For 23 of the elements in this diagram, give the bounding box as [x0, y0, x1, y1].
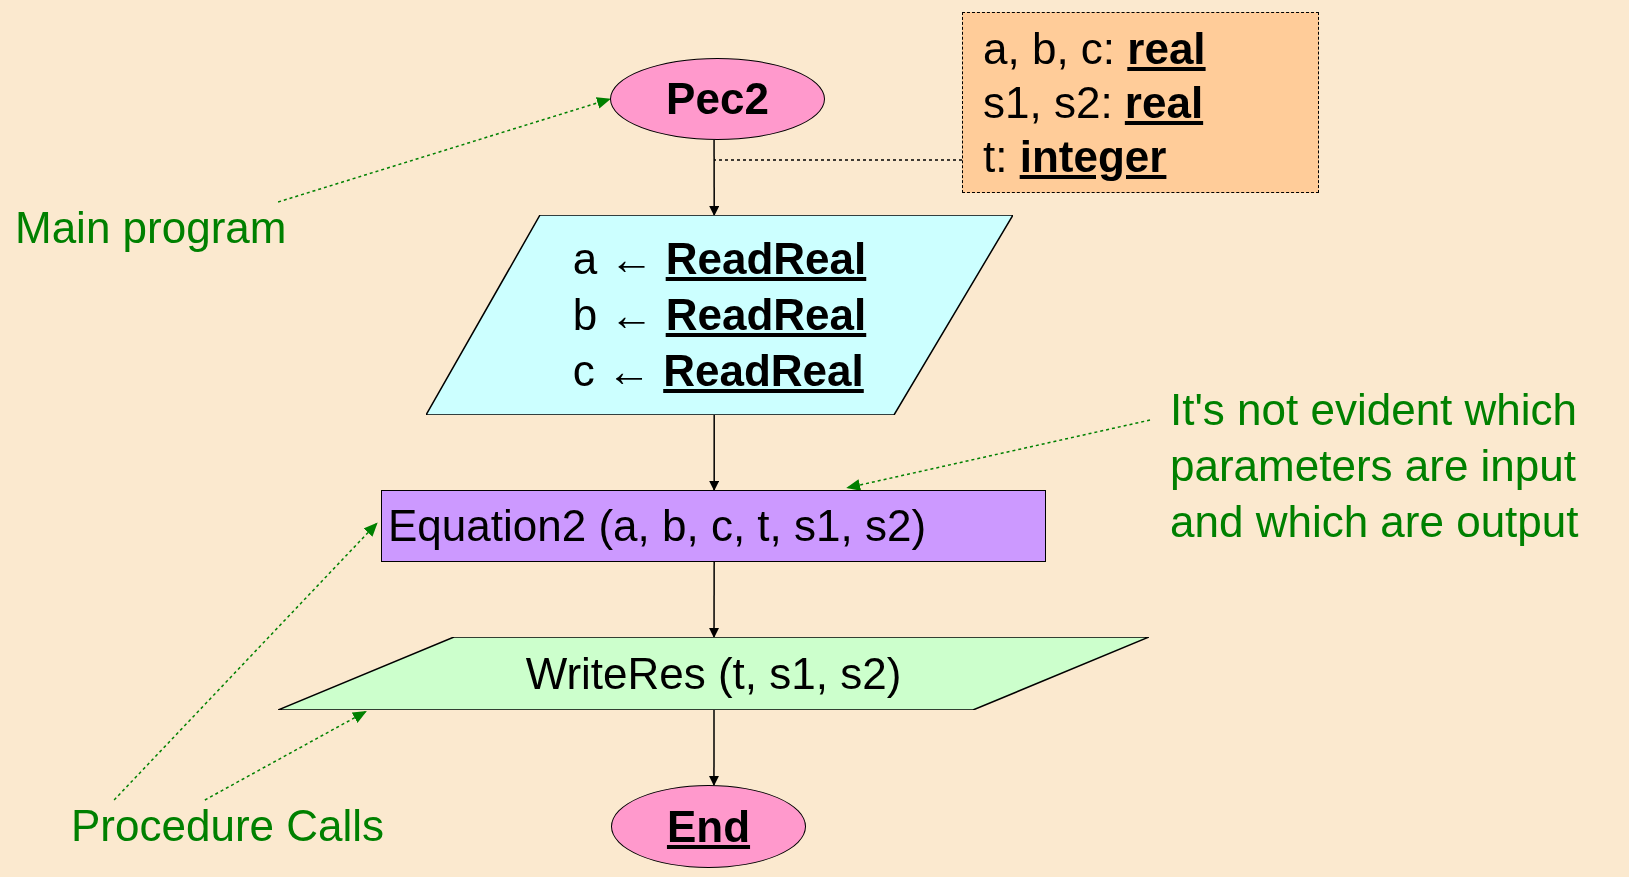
leader-line — [846, 419, 1151, 491]
node-text: b ← ReadReal — [572, 289, 867, 341]
arrow — [709, 561, 720, 638]
node-text: a, b, c: real — [983, 22, 1207, 75]
leader-line — [204, 710, 367, 801]
arrow — [709, 414, 720, 491]
declaration-box — [962, 12, 1319, 193]
leader-line — [113, 522, 378, 801]
arrow — [708, 709, 719, 786]
node-text: Equation2 (a, b, c, t, s1, s2) — [388, 500, 927, 552]
node-text: End — [666, 800, 751, 853]
process-box — [381, 490, 1046, 562]
node-text: t: integer — [983, 130, 1168, 183]
arrow — [709, 139, 720, 216]
annotation-text: It's not evident which parameters are input and which are output — [1169, 384, 1580, 548]
node-text: s1, s2: real — [983, 76, 1205, 129]
node-text: a ← ReadReal — [572, 233, 867, 285]
node-text: c ← ReadReal — [572, 345, 864, 397]
node-text: Pec2 — [666, 73, 769, 125]
annotation-text: Procedure Calls — [71, 800, 386, 852]
node-text: WriteRes (t, s1, s2) — [525, 647, 902, 700]
leader-line — [277, 97, 611, 203]
annotation-text: Main program — [15, 202, 288, 254]
